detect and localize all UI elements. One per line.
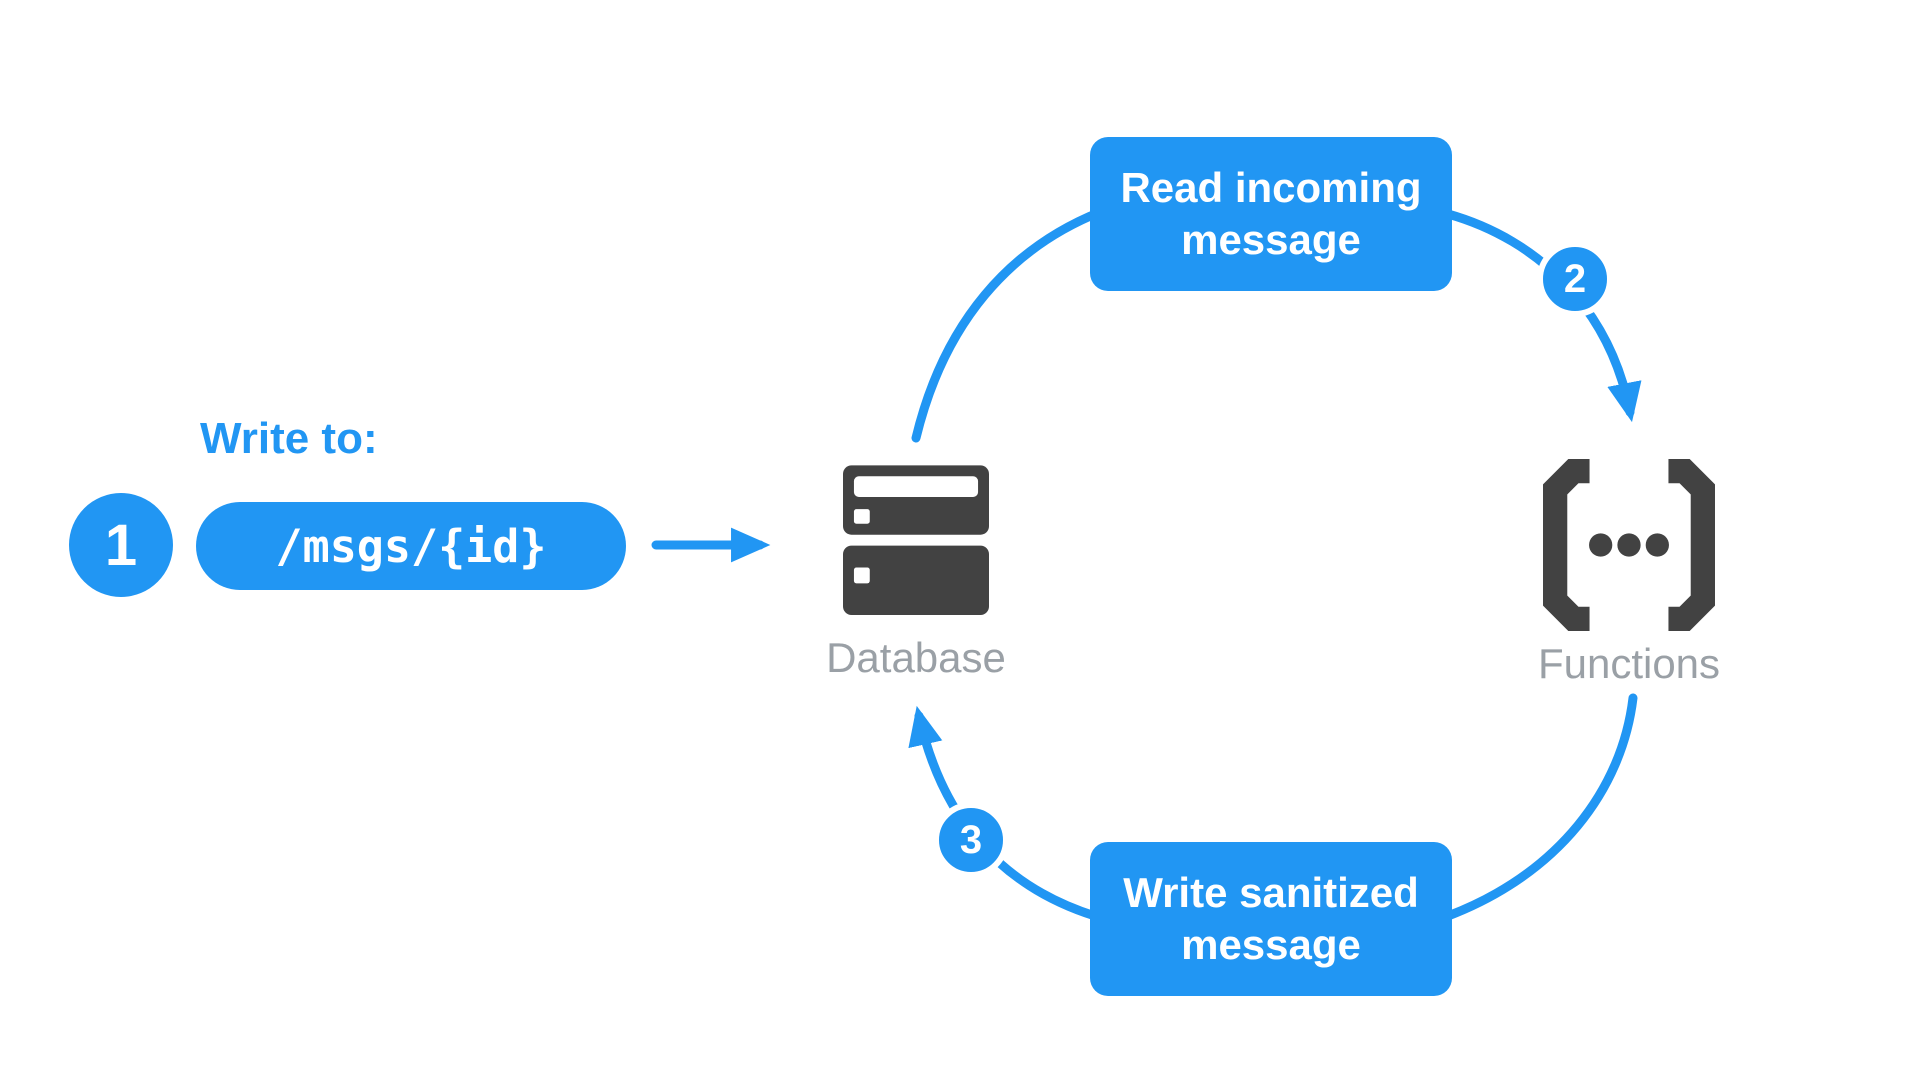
database-path-pill: /msgs/{id} [196,502,626,590]
read-incoming-message-box: Read incoming message [1090,137,1452,291]
functions-label: Functions [1537,640,1721,687]
write-box-line1: Write sanitized [1123,868,1419,916]
step-2-badge: 2 [1537,241,1613,317]
write-box-line2: message [1181,921,1361,968]
step-2-number: 2 [1563,256,1587,301]
step-1-number: 1 [104,512,138,578]
database-path-code: /msgs/{id} [275,519,547,573]
step-3-badge: 3 [933,802,1009,878]
write-sanitized-message-box: Write sanitized message [1090,842,1452,996]
write-to-label: Write to: [200,414,378,463]
read-box-line1: Read incoming [1120,163,1422,211]
functions-icon [1543,459,1715,631]
connector-database-to-read-arc [911,207,1105,443]
step-3-number: 3 [959,817,983,862]
database-icon [843,465,989,615]
read-box-line2: message [1181,216,1361,263]
step-1-badge: 1 [69,493,173,597]
connector-functions-to-write-arc [1443,693,1638,921]
connector-read-to-functions-arrow [1443,209,1642,423]
database-label: Database [826,634,1006,681]
